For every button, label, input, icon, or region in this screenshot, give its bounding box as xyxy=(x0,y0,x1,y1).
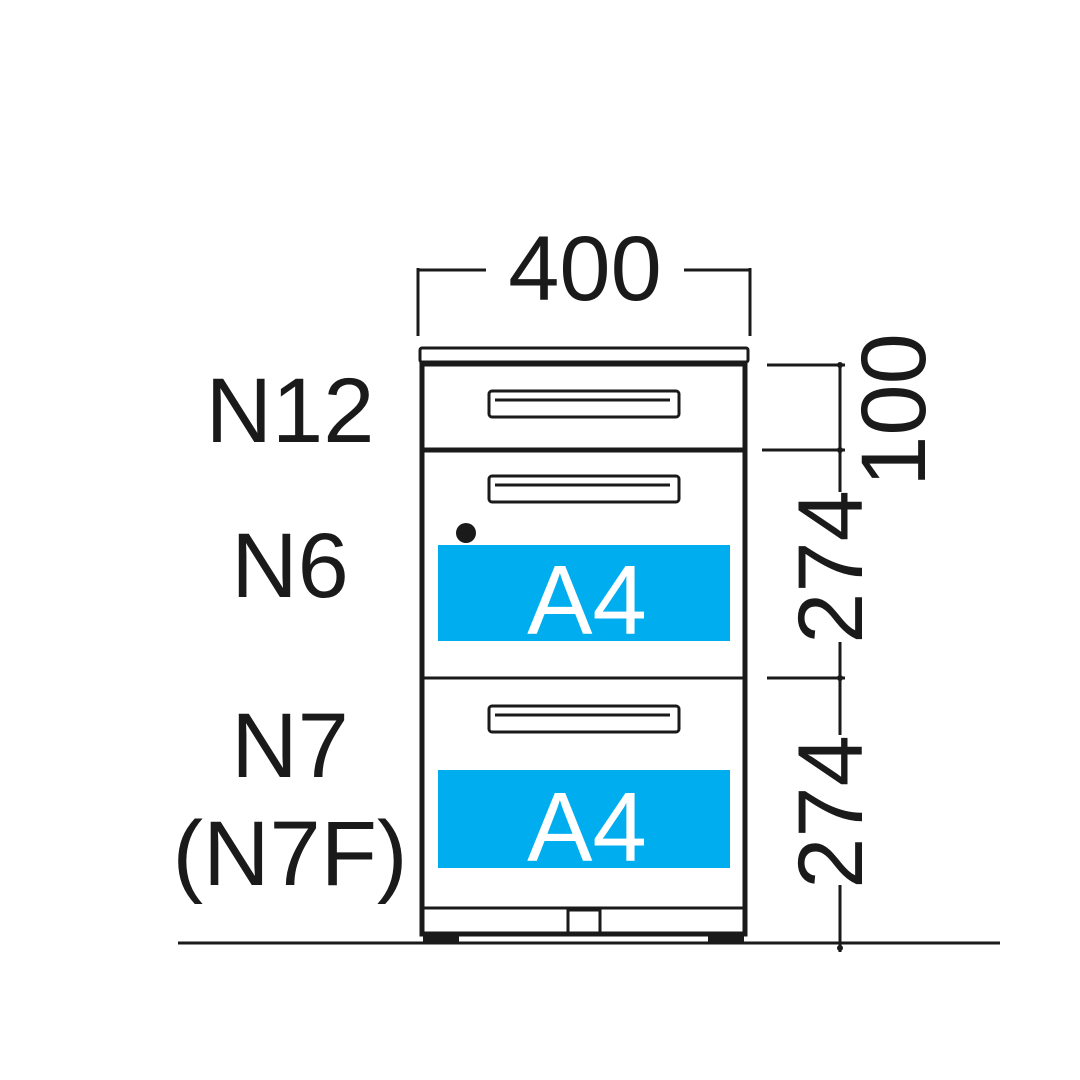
height-274-middle: 274 xyxy=(780,490,882,644)
height-100: 100 xyxy=(843,333,945,487)
drawer-handle xyxy=(487,704,681,734)
drawer-handle xyxy=(487,389,681,419)
caster-block xyxy=(566,908,602,936)
top-plate xyxy=(418,346,750,364)
drawer-label-n7f: (N7F) xyxy=(172,803,407,905)
foot xyxy=(423,932,459,942)
lock-icon xyxy=(456,523,476,543)
drawer-label-n6: N6 xyxy=(231,515,349,617)
drawer-handle xyxy=(487,474,681,504)
a4-label: A4 xyxy=(527,772,647,882)
foot xyxy=(708,932,744,942)
height-dimensions: 100 274 274 xyxy=(762,333,945,952)
a4-band xyxy=(438,770,730,868)
height-274-bottom: 274 xyxy=(780,735,882,889)
drawer-label-n7: N7 xyxy=(231,695,349,797)
a4-band xyxy=(438,545,730,641)
a4-label: A4 xyxy=(527,545,647,655)
cabinet: A4 A4 xyxy=(418,346,750,942)
drawer-label-n12: N12 xyxy=(206,360,375,462)
width-value: 400 xyxy=(508,218,662,320)
width-dimension: 400 xyxy=(416,218,752,336)
